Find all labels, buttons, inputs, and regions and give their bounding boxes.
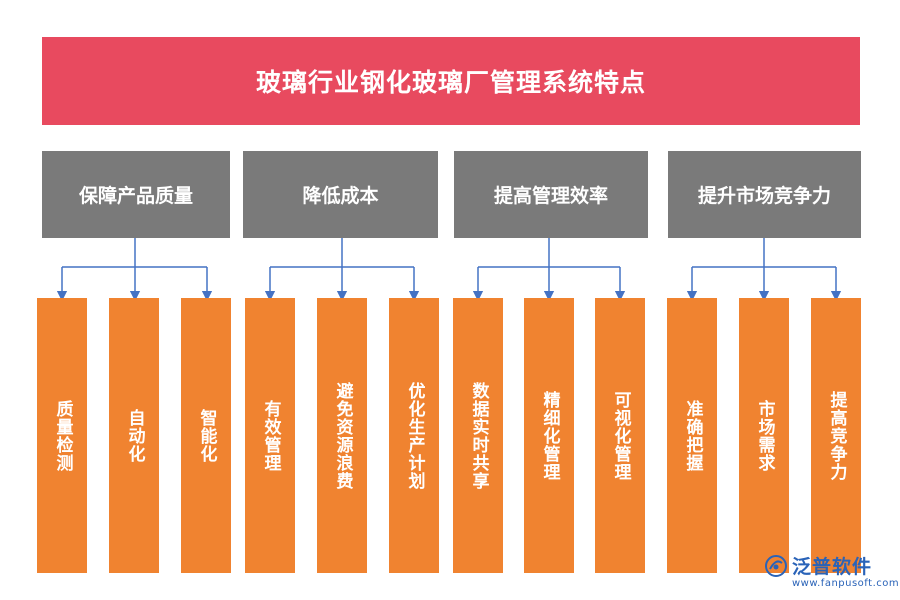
leaf-quality-inspection: 质量检测 bbox=[37, 298, 87, 573]
leaf-visual-management: 可视化管理 bbox=[595, 298, 645, 573]
brand-logo: 泛普软件 www.fanpusoft.com bbox=[764, 552, 899, 596]
category-box-4: 提升市场竞争力 bbox=[668, 151, 861, 238]
category-box-2: 降低成本 bbox=[243, 151, 438, 238]
brand-name: 泛普软件 bbox=[792, 556, 873, 578]
leaf-automation: 自动化 bbox=[109, 298, 159, 573]
category-box-1: 保障产品质量 bbox=[42, 151, 230, 238]
leaf-improve-competitiveness: 提高竞争力 bbox=[811, 298, 861, 573]
brand-url: www.fanpusoft.com bbox=[792, 578, 900, 589]
leaf-refined-management: 精细化管理 bbox=[524, 298, 574, 573]
leaf-market-demand: 市场需求 bbox=[739, 298, 789, 573]
diagram-title: 玻璃行业钢化玻璃厂管理系统特点 bbox=[42, 37, 860, 125]
leaf-avoid-waste: 避免资源浪费 bbox=[317, 298, 367, 573]
brand-mark-icon bbox=[765, 554, 787, 577]
leaf-accurate-grasp: 准确把握 bbox=[667, 298, 717, 573]
category-box-3: 提高管理效率 bbox=[454, 151, 648, 238]
leaf-effective-management: 有效管理 bbox=[245, 298, 295, 573]
leaf-optimize-plan: 优化生产计划 bbox=[389, 298, 439, 573]
leaf-intelligence: 智能化 bbox=[181, 298, 231, 573]
leaf-realtime-sharing: 数据实时共享 bbox=[453, 298, 503, 573]
